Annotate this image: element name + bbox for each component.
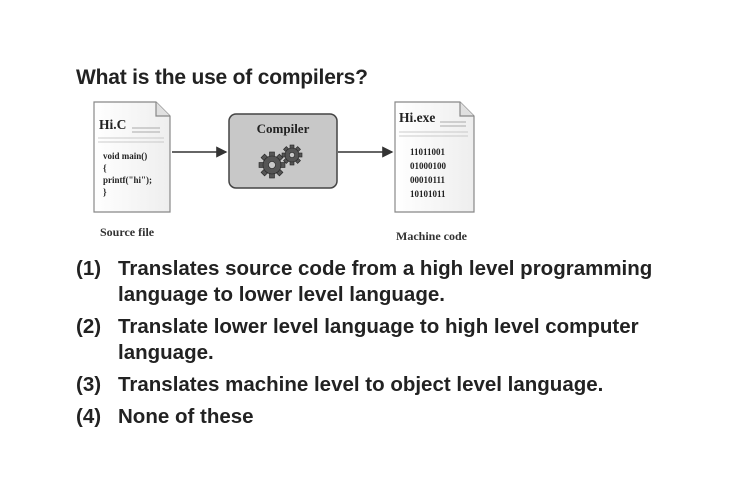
source-file-document: Hi.C void main() { printf("hi"); } [93, 101, 171, 213]
option-text: Translates source code from a high level… [118, 257, 653, 306]
option-4[interactable]: (4) None of these [76, 404, 716, 430]
answer-options: (1) Translates source code from a high l… [76, 256, 716, 436]
compiler-diagram: Hi.C void main() { printf("hi"); } Sourc… [93, 101, 475, 243]
code-line: } [103, 187, 107, 197]
question-title: What is the use of compilers? [76, 66, 368, 89]
option-3[interactable]: (3) Translates machine level to object l… [76, 372, 716, 398]
binary-line: 10101011 [410, 189, 446, 199]
option-text: Translate lower level language to high l… [118, 315, 639, 364]
source-file-caption: Source file [100, 225, 155, 239]
compiler-label: Compiler [257, 121, 310, 136]
option-number: (2) [76, 315, 102, 338]
binary-line: 00010111 [410, 175, 446, 185]
option-1[interactable]: (1) Translates source code from a high l… [76, 256, 716, 308]
binary-line: 11011001 [410, 147, 446, 157]
machine-code-document: Hi.exe 11011001 01000100 00010111 101010… [394, 101, 475, 213]
output-filename: Hi.exe [399, 110, 435, 125]
option-number: (3) [76, 373, 102, 396]
gears-icon [258, 144, 303, 179]
compiler-box: Compiler [228, 113, 338, 189]
machine-code-caption: Machine code [396, 229, 468, 243]
option-text: None of these [118, 405, 254, 428]
option-number: (4) [76, 405, 102, 428]
code-line: printf("hi"); [103, 175, 152, 185]
code-line: void main() [103, 151, 147, 161]
option-number: (1) [76, 257, 102, 280]
option-2[interactable]: (2) Translate lower level language to hi… [76, 314, 716, 366]
source-filename: Hi.C [99, 117, 126, 132]
binary-line: 01000100 [410, 161, 447, 171]
option-text: Translates machine level to object level… [118, 373, 604, 396]
code-line: { [103, 163, 107, 173]
